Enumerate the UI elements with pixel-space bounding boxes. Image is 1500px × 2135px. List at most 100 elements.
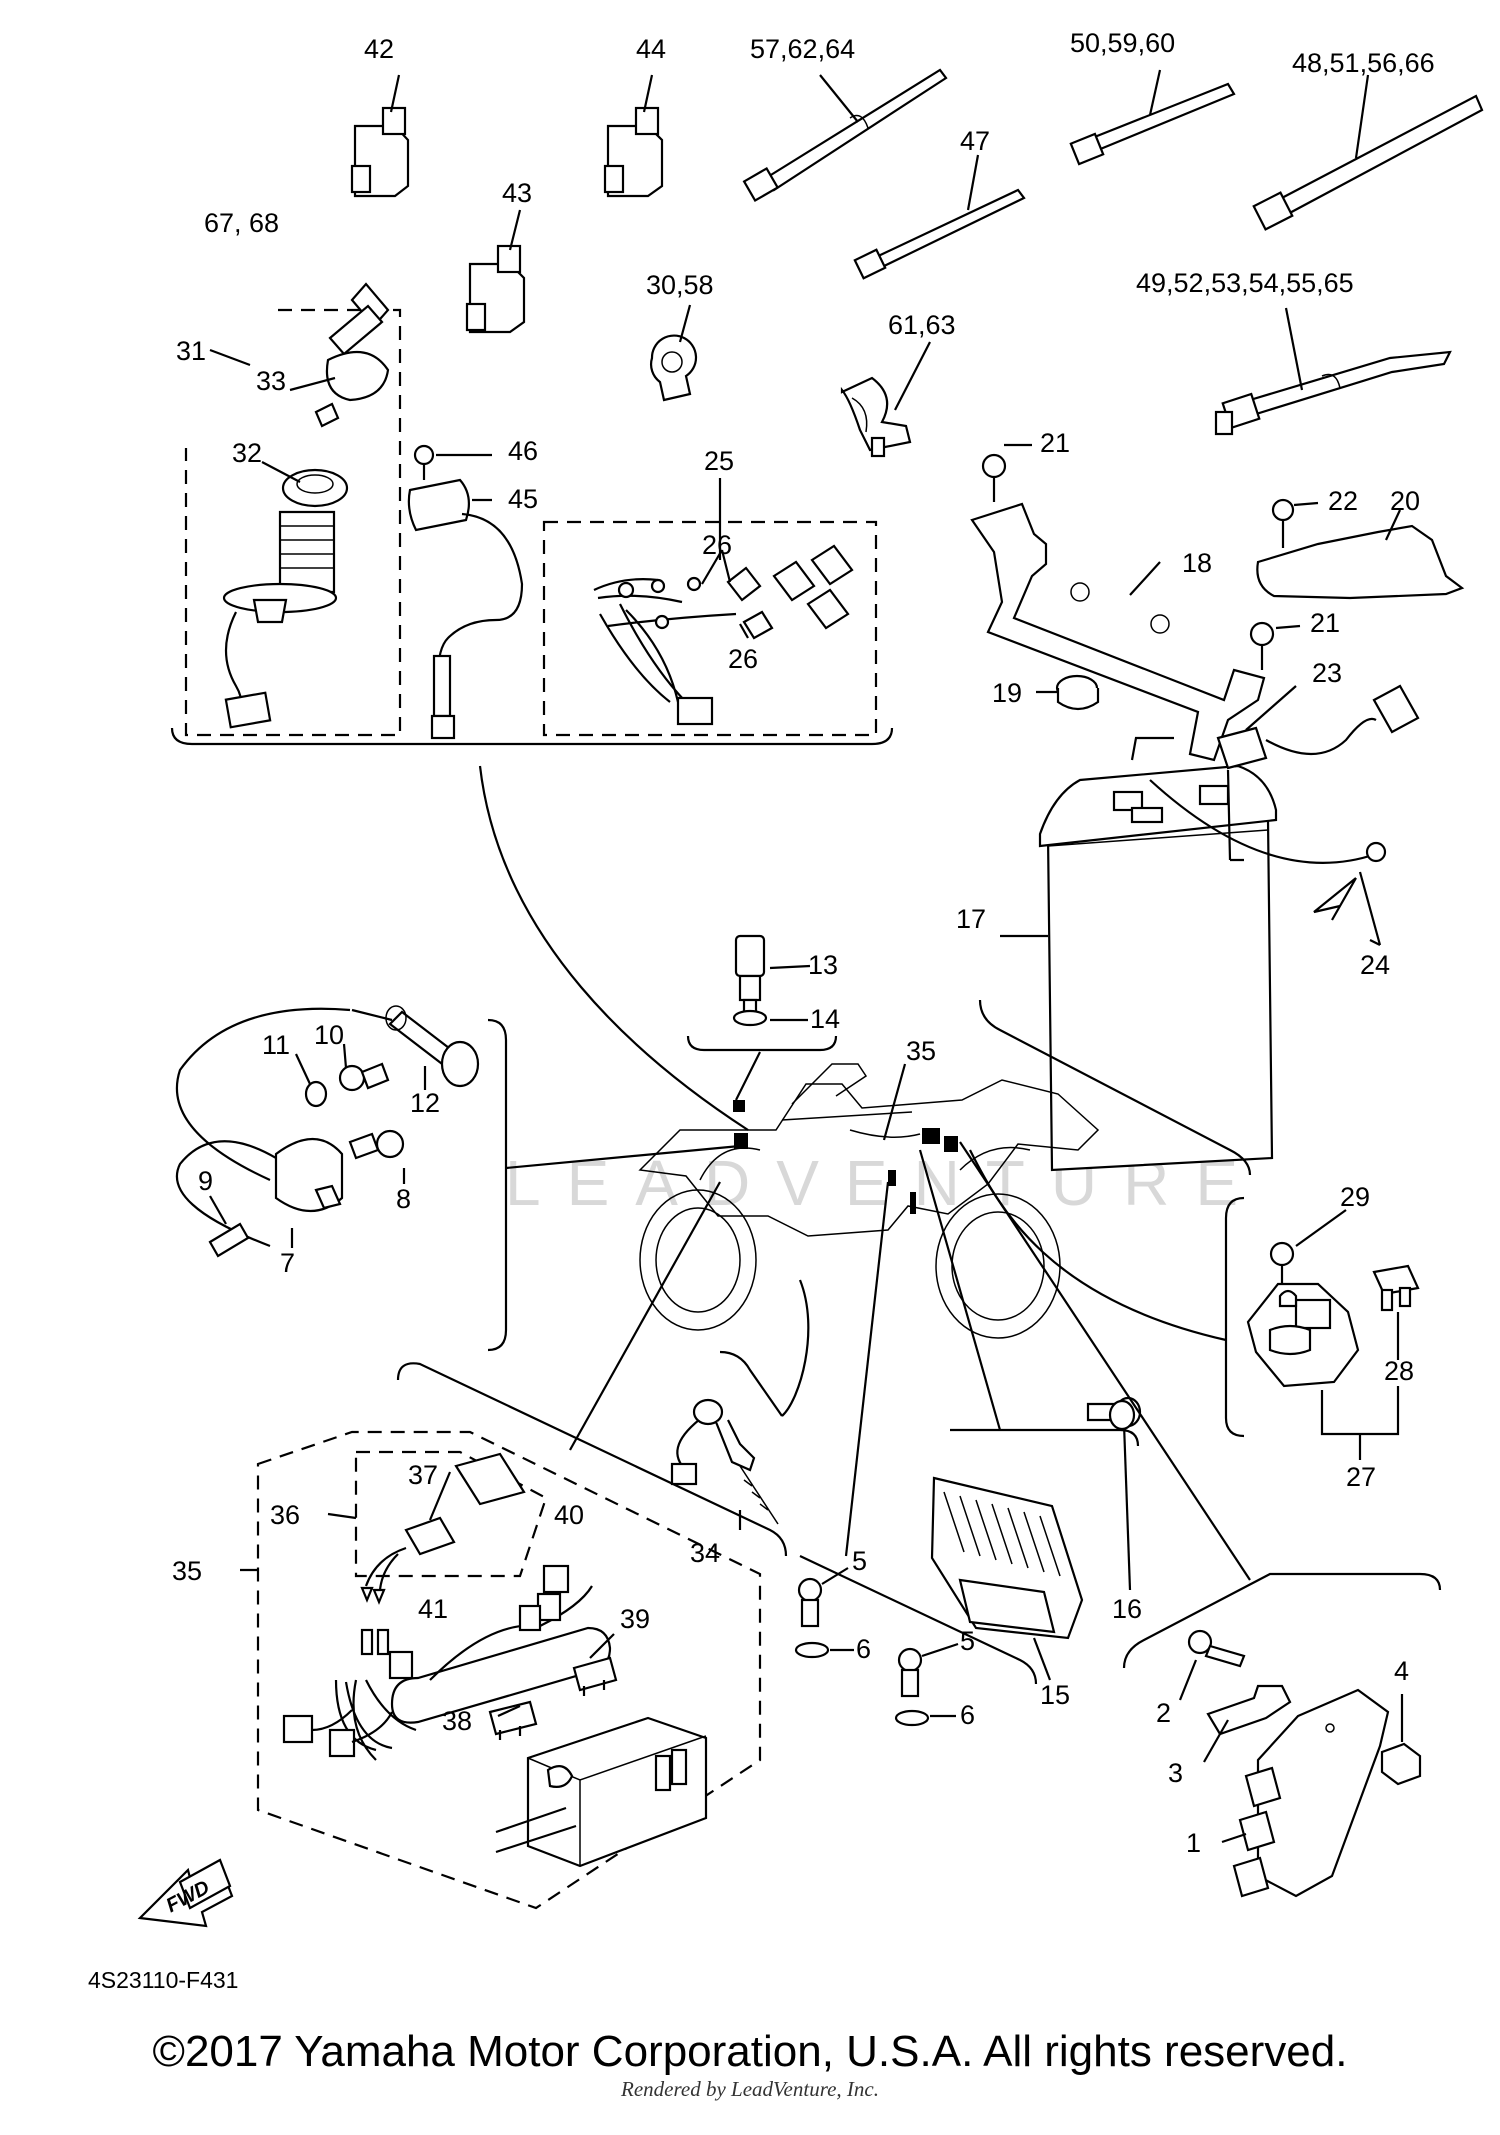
sidestand-group-bracket — [719, 1350, 783, 1417]
renderer-credit: Rendered by LeadVenture, Inc. — [621, 2077, 879, 2101]
top-group-bracket — [170, 727, 894, 746]
cable-tie-50-59-60 — [1069, 69, 1236, 166]
nut-4 — [1380, 1694, 1422, 1786]
drawing-code: 4S23110-F431 — [88, 1967, 238, 1993]
callout-5-a: 5 — [852, 1546, 867, 1576]
cdi-bracket-3 — [1203, 1684, 1292, 1763]
callout-41: 41 — [418, 1594, 448, 1624]
callout-38: 38 — [442, 1706, 472, 1736]
main-switch-group-31 — [184, 282, 402, 737]
fuse-box — [495, 1716, 708, 1868]
callout-48-51-56-66: 48,51,56,66 — [1292, 48, 1435, 78]
callout-37: 37 — [408, 1460, 438, 1490]
screw-22 — [1271, 498, 1319, 548]
callout-29: 29 — [1340, 1182, 1370, 1212]
callout-67-68: 67, 68 — [204, 208, 279, 238]
callout-5-b: 5 — [960, 1626, 975, 1656]
callout-32: 32 — [232, 438, 262, 468]
callout-42: 42 — [364, 34, 394, 64]
leader-35-top — [882, 1063, 907, 1141]
leader-bolt-group — [844, 1181, 890, 1557]
bolt-10 — [338, 1043, 390, 1092]
callout-10: 10 — [314, 1020, 344, 1050]
callout-25: 25 — [704, 446, 734, 476]
starter-relay — [1246, 1282, 1360, 1388]
cdi-group-bracket — [1122, 1572, 1442, 1669]
callout-35-top: 35 — [906, 1036, 936, 1066]
cover-20 — [1256, 509, 1465, 600]
leader-rectifier — [918, 1149, 1002, 1431]
connector-42 — [350, 74, 410, 198]
bolt-21-lower — [1249, 621, 1301, 670]
clip-61-63 — [840, 341, 931, 458]
bracket-27 — [1320, 1390, 1400, 1460]
callout-4: 4 — [1394, 1656, 1409, 1686]
battery-bracket-18 — [970, 443, 1266, 762]
bolt-16 — [1086, 1396, 1142, 1591]
harness-group-35-outline — [256, 1430, 762, 1910]
callout-19: 19 — [992, 678, 1022, 708]
cdi-unit-1 — [1221, 1688, 1390, 1898]
cable-tie-49-52-53-54-55-65 — [1214, 307, 1452, 436]
callout-30-58: 30,58 — [646, 270, 714, 300]
callout-1: 1 — [1186, 1828, 1201, 1858]
leader-sidestand — [781, 1279, 810, 1417]
callout-39: 39 — [620, 1604, 650, 1634]
callout-61-63: 61,63 — [888, 310, 956, 340]
bolt-group-bracket — [799, 1555, 1038, 1685]
callout-7: 7 — [280, 1248, 295, 1278]
callout-50-59-60: 50,59,60 — [1070, 28, 1175, 58]
coupler-45-46 — [407, 444, 524, 740]
callout-15: 15 — [1040, 1680, 1070, 1710]
battery-lead-23 — [1216, 684, 1420, 862]
wire-lead-group-25 — [542, 478, 878, 737]
leader-top-group — [478, 765, 749, 1131]
callout-23: 23 — [1312, 658, 1342, 688]
callout-40: 40 — [554, 1500, 584, 1530]
ignition-group-bracket — [487, 1018, 508, 1352]
callout-45: 45 — [508, 484, 538, 514]
callout-labels: 42 44 57,62,64 50,59,60 48,51,56,66 47 4… — [88, 28, 1435, 1993]
washer-11 — [295, 1053, 328, 1108]
callout-6-a: 6 — [856, 1634, 871, 1664]
callout-27: 27 — [1346, 1462, 1376, 1492]
battery-17 — [1000, 764, 1278, 1172]
callout-46: 46 — [508, 436, 538, 466]
damper-19 — [1036, 674, 1100, 711]
bolt-8 — [348, 1129, 406, 1184]
fuse-28 — [1372, 1264, 1420, 1428]
callout-13: 13 — [808, 950, 838, 980]
thermo-switch-13 — [734, 934, 811, 1022]
leader-cdi — [959, 1141, 1251, 1581]
callout-11: 11 — [262, 1030, 290, 1060]
callout-47: 47 — [960, 126, 990, 156]
callout-28: 28 — [1384, 1356, 1414, 1386]
harness-subgroup-36-outline — [354, 1450, 548, 1578]
gasket-14 — [686, 1009, 838, 1101]
forward-arrow-icon: FWD — [137, 1858, 234, 1928]
callout-17: 17 — [956, 904, 986, 934]
rectifier-regulator-15 — [930, 1476, 1084, 1681]
cable-tie-48-51-56-66 — [1252, 74, 1484, 231]
sidestand-switch-34 — [670, 1398, 779, 1530]
battery-group-bracket — [978, 999, 1252, 1176]
cable-tie-57-62-64 — [742, 68, 948, 203]
callout-57-62-64: 57,62,64 — [750, 34, 855, 64]
callout-35-lower: 35 — [172, 1556, 202, 1586]
callout-16: 16 — [1112, 1594, 1142, 1624]
rectifier-group-bracket — [950, 1428, 1140, 1447]
collar-9 — [208, 1195, 250, 1258]
callout-49-52-53-54-55-65: 49,52,53,54,55,65 — [1136, 268, 1354, 298]
harness-group-bracket — [396, 1362, 788, 1557]
washers-6 — [794, 1641, 956, 1727]
callout-20: 20 — [1390, 486, 1420, 516]
callout-36: 36 — [270, 1500, 300, 1530]
callout-33: 33 — [256, 366, 286, 396]
screw-29 — [1269, 1209, 1347, 1288]
callout-9: 9 — [198, 1166, 213, 1196]
callout-26-top: 26 — [702, 530, 732, 560]
leader-harness — [569, 1181, 721, 1451]
callout-14: 14 — [810, 1004, 840, 1034]
leader-ignition-group — [505, 1144, 741, 1170]
